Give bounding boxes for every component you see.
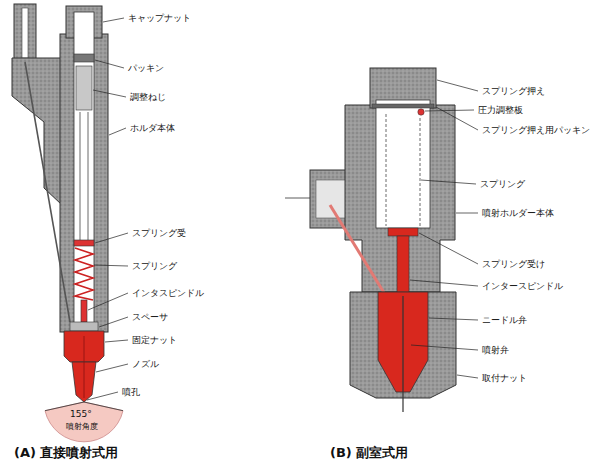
figure-caption: (B) 副室式用	[330, 446, 408, 459]
leader-lines-a	[87, 18, 128, 400]
part-label: 取付ナット	[482, 374, 527, 383]
angle-value: 155°	[70, 410, 92, 419]
part-label: ホルダ本体	[130, 124, 175, 133]
part-label: ノズル	[132, 360, 159, 369]
injector-b	[285, 68, 456, 412]
part-label: インタースピンドル	[482, 282, 563, 291]
part-label: スプリング	[480, 180, 525, 189]
part-label: インタスピンドル	[132, 289, 204, 298]
part-label: 調整ねじ	[130, 93, 166, 102]
part-label: キャップナット	[128, 14, 191, 23]
injector-a	[12, 4, 123, 442]
part-label: ニードル弁	[482, 316, 527, 325]
part-label: スプリング押え用パッキン	[482, 126, 590, 135]
part-label: スプリング受け	[482, 260, 545, 269]
leader-lines-b	[410, 80, 478, 378]
part-label: スペーサ	[132, 313, 168, 322]
angle-label: 噴射角度	[66, 423, 98, 431]
part-label: スプリング受	[132, 229, 186, 238]
part-label: 噴射ホルダー本体	[482, 209, 554, 218]
part-label: 圧力調整板	[478, 106, 523, 115]
part-label: スプリング	[132, 262, 177, 271]
part-label: 噴射弁	[482, 346, 509, 355]
part-label: 固定ナット	[132, 336, 177, 345]
part-label: 噴孔	[122, 388, 140, 397]
figure-caption: (A) 直接噴射式用	[14, 446, 118, 459]
part-label: スプリング押え	[482, 87, 545, 96]
part-label: パッキン	[128, 64, 164, 73]
